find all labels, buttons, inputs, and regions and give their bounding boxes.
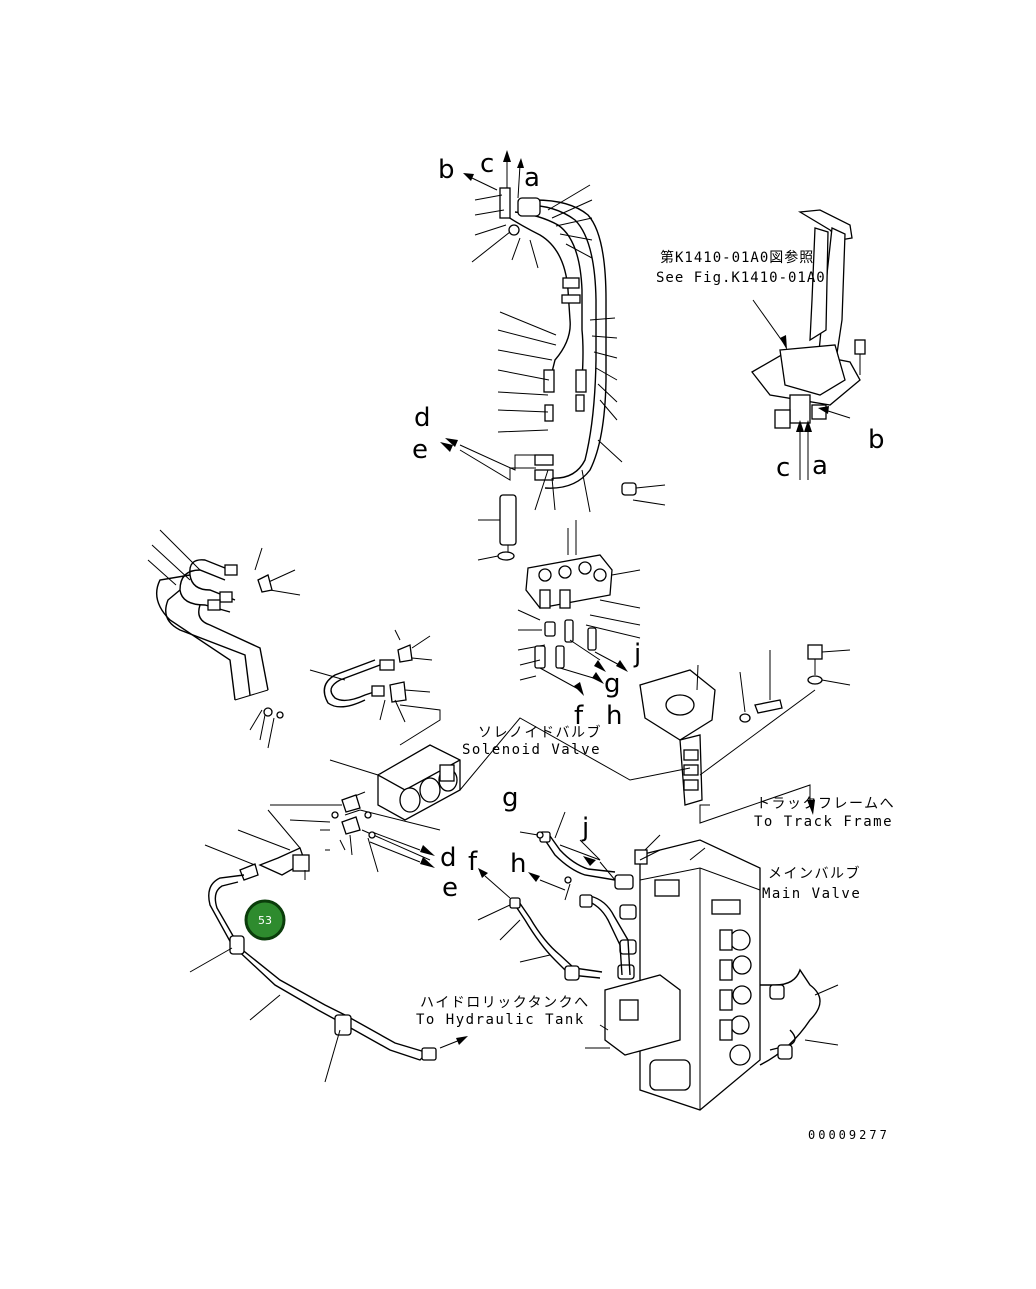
track-frame-en: To Track Frame [754,814,893,830]
label-h-block: h [606,701,622,731]
upper-hose-bundle [440,150,623,513]
label-j-block: j [633,639,641,669]
hydraulic-tank-jp: ハイドロリックタンクへ [420,995,590,1011]
callout-number: 53 [258,914,272,927]
label-c-top: c [480,149,494,179]
label-c-lever: c [776,453,790,483]
label-j-mainvalve: j [581,813,589,843]
track-frame-jp: トラックフレームへ [756,796,895,812]
label-f-block: f [574,701,584,731]
label-d-solenoid: d [440,843,457,873]
part-callout-53[interactable]: 53 [244,899,286,941]
solenoid-valve-jp: ソレノイドバルブ [478,724,602,741]
label-d-mid: d [414,403,431,433]
drawing-code: 00009277 [808,1128,890,1142]
ppc-lever-assembly [751,209,866,480]
hydraulic-tank-en: To Hydraulic Tank [416,1012,585,1028]
label-a-top: a [524,163,540,193]
label-f-mainvalve: f [468,847,478,877]
main-valve-en: Main Valve [762,886,861,902]
label-h-mainvalve: h [510,849,526,879]
reference-en: See Fig.K1410-01A0 [656,270,826,286]
small-hose-loop [309,629,441,746]
solenoid-valve [270,717,691,873]
label-g-mainvalve: g [502,783,519,813]
reference-jp: 第K1410-01A0図参照 [660,249,814,266]
label-b-top: b [438,155,455,185]
label-g-block: g [604,669,621,699]
label-a-lever: a [812,451,828,481]
lower-connecting-hoses [477,811,631,981]
solenoid-valve-en: Solenoid Valve [462,742,601,758]
main-valve-jp: メインバルブ [768,865,861,882]
left-hose-loops [147,529,301,749]
mounting-bracket [639,644,851,824]
ppc-valve-block [477,482,666,696]
label-e-solenoid: e [442,873,458,903]
label-b-lever: b [868,425,885,455]
return-line [189,809,468,1083]
label-e-mid: e [412,435,428,465]
